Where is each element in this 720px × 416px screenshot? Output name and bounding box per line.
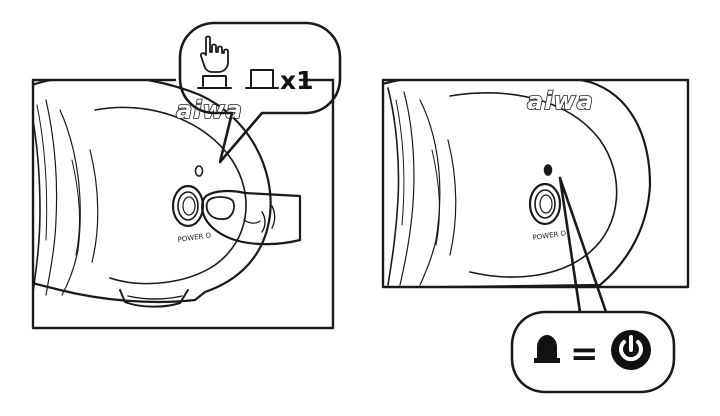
press-callout: x1	[178, 21, 342, 164]
left-panel-frame	[31, 78, 335, 330]
pressing-hand-icon	[201, 189, 302, 246]
right-headphone-illustration: aiwa POWER O	[383, 80, 652, 287]
finger-press-icon	[199, 35, 229, 77]
led-indicator-icon	[534, 335, 560, 363]
left-button-label: POWER O	[177, 231, 212, 244]
right-button-label: POWER O	[532, 229, 567, 242]
right-panel: aiwa POWER O	[381, 78, 690, 289]
equals-sign: =	[570, 334, 599, 374]
left-headphone-illustration: aiwa POWER O	[33, 80, 302, 308]
button-outline-icon	[245, 69, 279, 89]
power-icon	[611, 330, 651, 370]
right-brand-logo: aiwa	[527, 87, 594, 115]
left-led-icon	[194, 165, 204, 177]
led-power-callout: =	[510, 176, 676, 394]
right-led-lit-icon	[543, 164, 553, 176]
press-count-label: x1	[280, 66, 314, 95]
right-panel-frame	[381, 78, 690, 289]
pressed-button-outline-icon	[197, 75, 232, 89]
